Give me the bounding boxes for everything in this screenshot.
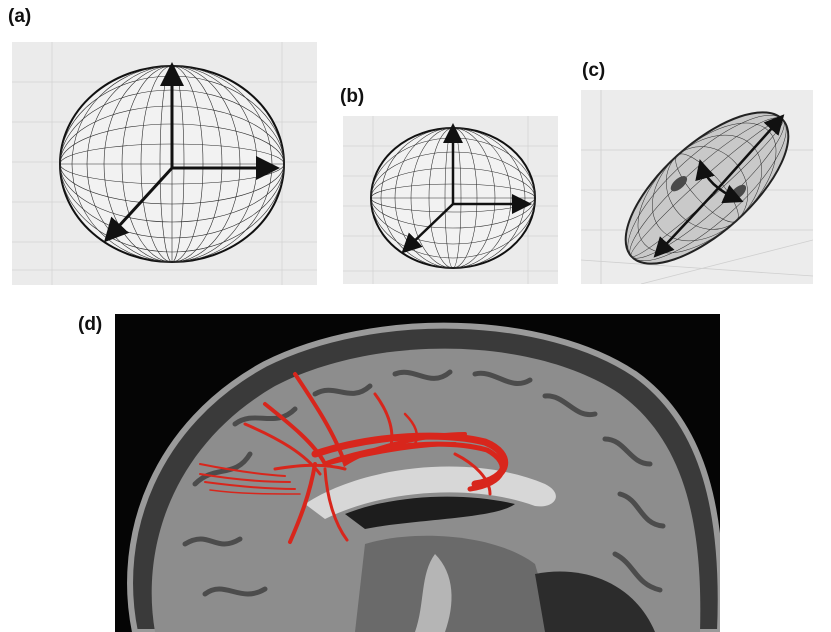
panel-d-mri-tractography [115,314,720,632]
panel-label-b: (b) [340,86,364,108]
panel-label-c: (c) [582,60,605,82]
panel-b-sphere [343,116,558,284]
panel-label-d: (d) [78,314,102,336]
panel-a-sphere [12,42,317,285]
panel-label-a: (a) [8,6,31,28]
panel-c-ellipsoid [581,90,813,284]
